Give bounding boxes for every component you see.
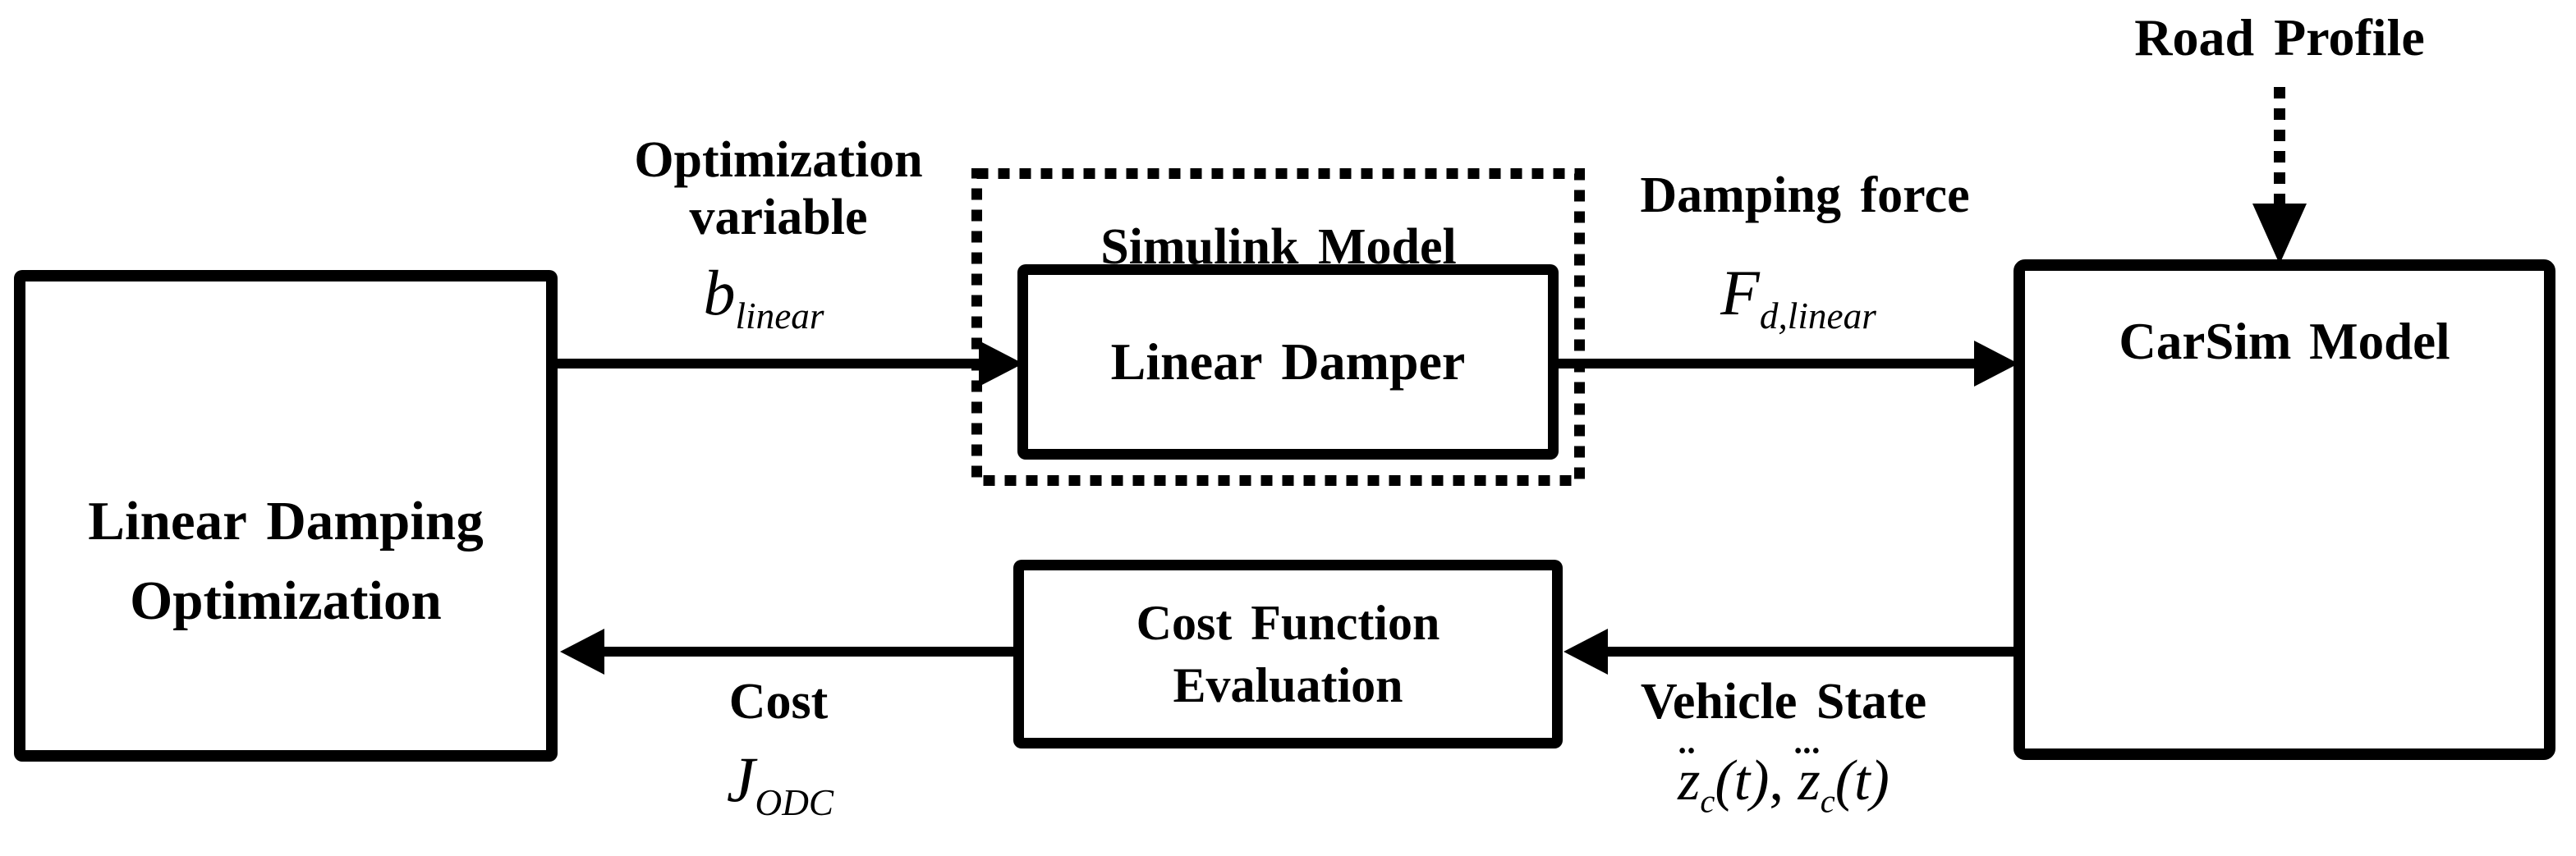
damping-force-label: Damping force	[1640, 167, 1970, 223]
arrow-optimization-variable	[558, 341, 1023, 387]
linear-damper-box: Linear Damper	[1017, 264, 1559, 460]
optimizer-label-line1: Linear Damping	[88, 490, 484, 552]
optimizer-label-line2: Optimization	[130, 570, 442, 631]
arrow-road-profile	[2252, 87, 2307, 264]
cost-function-evaluation-box: Cost Function Evaluation	[1013, 560, 1563, 748]
linear-damping-optimization-box: Linear Damping Optimization	[14, 270, 558, 762]
b-linear-symbol: blinear	[703, 257, 824, 337]
simulink-model-label: Simulink Model	[1100, 219, 1457, 275]
arrow-vehicle-state	[1564, 629, 2014, 675]
optimization-variable-label: Optimization variable	[634, 132, 923, 246]
cost-label: Cost	[728, 674, 829, 730]
cost-eval-label-line2: Evaluation	[1173, 658, 1403, 712]
arrow-cost	[560, 629, 1013, 675]
vehicle-state-label: Vehicle State	[1640, 674, 1927, 730]
f-d-linear-symbol: Fd,linear	[1720, 257, 1876, 337]
cost-eval-label-line1: Cost Function	[1136, 596, 1440, 650]
arrow-damping-force	[1559, 341, 2018, 387]
carsim-model-box	[2014, 259, 2555, 760]
simulink-model-dashed-frame	[971, 168, 1585, 486]
road-profile-label: Road Profile	[2134, 8, 2425, 66]
j-odc-symbol: JODC	[726, 744, 834, 824]
carsim-model-label: CarSim Model	[2119, 313, 2450, 370]
damper-label: Linear Damper	[1110, 332, 1466, 391]
vehicle-state-symbols: ••zc(t), •••zc(t)	[1678, 739, 1890, 820]
